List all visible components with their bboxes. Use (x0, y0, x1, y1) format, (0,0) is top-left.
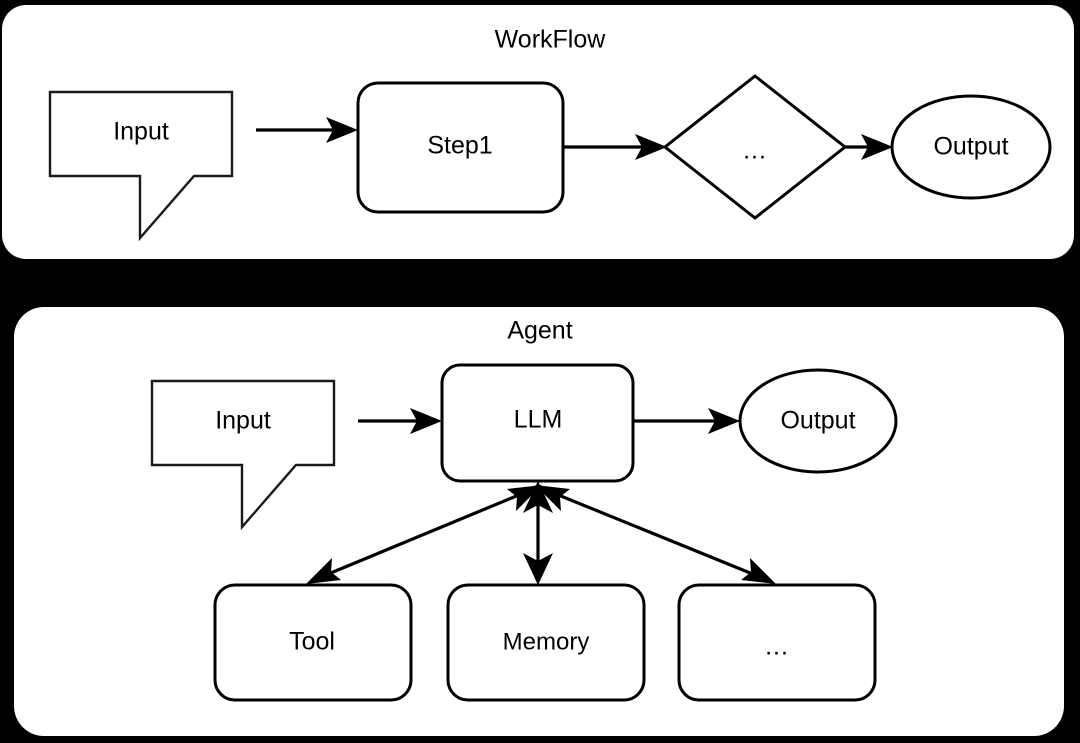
edge-wf-more-to-output (845, 134, 893, 160)
node-ag-tool-label: Tool (289, 628, 335, 656)
arrowhead-icon-up (535, 485, 570, 511)
node-wf-input[interactable]: Input (48, 90, 234, 242)
workflow-panel-title: WorkFlow (495, 26, 607, 54)
arrowhead-icon (410, 408, 442, 434)
rounded-rect-shape (440, 363, 635, 483)
edge-wf-step1-to-more (563, 134, 667, 160)
arrowhead-icon-up (523, 481, 553, 513)
node-ag-input[interactable]: Input (150, 379, 336, 531)
node-wf-more[interactable]: ... (662, 74, 848, 220)
rounded-rect-shape (213, 583, 413, 702)
node-ag-llm-label: LLM (514, 406, 563, 434)
arrowhead-icon-down (741, 558, 776, 584)
edge-line (550, 490, 761, 579)
arrowhead-icon (861, 134, 893, 160)
node-wf-step1-label: Step1 (427, 132, 492, 160)
arrowhead-icon (708, 408, 740, 434)
arrowhead-icon-down (306, 558, 341, 584)
panel-agent: Agent Input LLM (14, 307, 1064, 736)
node-wf-step1[interactable]: Step1 (356, 81, 565, 214)
rounded-rect-shape (446, 583, 646, 702)
ellipse-shape (738, 368, 898, 474)
edge-ag-llm-to-more (535, 485, 776, 584)
arrowhead-icon (635, 134, 667, 160)
node-ag-output[interactable]: Output (738, 368, 898, 474)
node-ag-memory-label: Memory (503, 628, 590, 655)
node-ag-output-label: Output (780, 407, 855, 435)
ellipse-shape (890, 94, 1052, 200)
diamond-shape (662, 74, 848, 220)
node-ag-input-label: Input (215, 407, 271, 435)
node-ag-memory[interactable]: Memory (446, 583, 646, 702)
edge-line (320, 490, 527, 579)
callout-shape (150, 379, 336, 531)
node-ag-more[interactable]: ... (677, 583, 877, 702)
node-ag-more-label: ... (765, 633, 789, 661)
node-wf-more-label: ... (743, 137, 767, 165)
node-wf-output-label: Output (933, 133, 1008, 161)
edge-ag-llm-to-output (633, 408, 740, 434)
node-ag-tool[interactable]: Tool (213, 583, 413, 702)
node-wf-input-label: Input (113, 118, 169, 146)
callout-shape (48, 90, 234, 242)
rounded-rect-shape (677, 583, 877, 702)
arrowhead-icon-down (523, 553, 553, 585)
agent-panel-title: Agent (507, 317, 572, 345)
arrowhead-icon (326, 117, 358, 143)
edge-ag-input-to-llm (358, 408, 442, 434)
edge-ag-llm-to-memory (523, 481, 553, 585)
edge-wf-input-to-step1 (256, 117, 358, 143)
node-wf-output[interactable]: Output (890, 94, 1052, 200)
node-ag-llm[interactable]: LLM (440, 363, 635, 483)
panel-workflow: WorkFlow Input Step1 (2, 5, 1074, 259)
